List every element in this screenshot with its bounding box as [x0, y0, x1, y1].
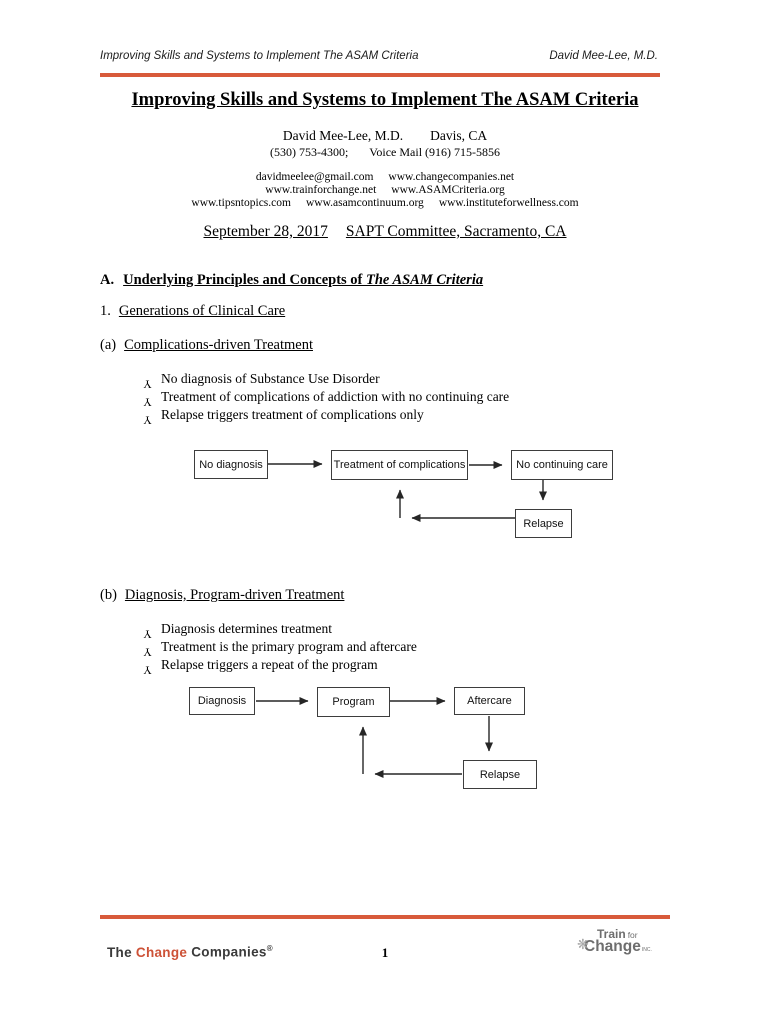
header-rule [100, 73, 660, 77]
author-city: Davis, CA [430, 128, 488, 143]
section-a-label: A. [100, 272, 115, 288]
flowchart2-node-diagnosis: Diagnosis [189, 687, 255, 715]
event-date: September 28, 2017 [203, 223, 328, 240]
section-1b-bullets: Y Diagnosis determines treatment Y Treat… [142, 621, 417, 675]
list-item: Y Relapse triggers treatment of complica… [142, 407, 509, 425]
section-1a-label: (a) [100, 337, 117, 353]
turned-y-bullet-icon: Y [143, 412, 152, 425]
starburst-icon: ❋ [577, 936, 589, 952]
website-text: www.tipsntopics.com [191, 197, 291, 209]
section-1b-title: Diagnosis, Program-driven Treatment [124, 587, 345, 603]
links-line-2: www.trainforchange.net www.ASAMCriteria.o… [0, 184, 770, 197]
footer-rule [100, 915, 670, 919]
section-1-label: 1. [100, 303, 111, 319]
flowchart2-node-aftercare: Aftercare [454, 687, 525, 715]
list-item: Y Treatment is the primary program and a… [142, 639, 417, 657]
page-number: 1 [381, 945, 389, 960]
brand-the: The [107, 944, 132, 960]
list-item: Y Diagnosis determines treatment [142, 621, 417, 639]
section-1b-label: (b) [100, 587, 117, 603]
event-venue: SAPT Committee, Sacramento, CA [345, 223, 567, 240]
turned-y-bullet-icon: Y [143, 377, 152, 390]
list-item: Y Treatment of complications of addictio… [142, 389, 509, 407]
event-line: September 28, 2017 SAPT Committee, Sacram… [0, 223, 770, 241]
list-item: Y Relapse triggers a repeat of the progr… [142, 657, 417, 675]
list-item-text: No diagnosis of Substance Use Disorder [161, 371, 380, 386]
list-item-text: Diagnosis determines treatment [161, 621, 332, 636]
section-a-title-italic: The ASAM Criteria [366, 272, 484, 288]
links-line-3: www.tipsntopics.com www.asamcontinuum.org… [0, 197, 770, 210]
section-1-heading: 1. Generations of Clinical Care [100, 303, 285, 320]
email-text: davidmeelee@gmail.com [255, 171, 374, 183]
running-header-author: David Mee-Lee, M.D. [549, 50, 658, 62]
turned-y-bullet-icon: Y [143, 662, 152, 675]
running-header: Improving Skills and Systems to Implemen… [100, 50, 658, 62]
author-name: David Mee-Lee, M.D. [282, 128, 404, 143]
logo-line-change: ChangeINC. [584, 937, 652, 955]
links-block: davidmeelee@gmail.com www.changecompanies… [0, 171, 770, 210]
flowchart1-node-no-diagnosis: No diagnosis [194, 450, 268, 479]
website-text: www.instituteforwellness.com [438, 197, 579, 209]
flowchart2-node-program: Program [317, 687, 390, 717]
voicemail-number: Voice Mail (916) 715-5856 [369, 145, 501, 159]
list-item: Y No diagnosis of Substance Use Disorder [142, 371, 509, 389]
list-item-text: Treatment of complications of addiction … [161, 388, 510, 404]
registered-mark: ® [266, 944, 273, 953]
links-line-1: davidmeelee@gmail.com www.changecompanies… [0, 171, 770, 184]
list-item-text: Treatment is the primary program and aft… [161, 638, 417, 654]
website-text: www.asamcontinuum.org [305, 197, 424, 209]
phone-line: (530) 753-4300; Voice Mail (916) 715-5856 [0, 145, 770, 160]
flowchart2-node-relapse: Relapse [463, 760, 537, 789]
running-header-title: Improving Skills and Systems to Implemen… [100, 50, 419, 62]
website-text: www.changecompanies.net [388, 171, 515, 183]
section-a-heading: A.Underlying Principles and Concepts of … [100, 272, 483, 289]
phone-number: (530) 753-4300; [269, 145, 349, 159]
turned-y-bullet-icon: Y [143, 645, 152, 658]
flowchart1-node-no-continuing-care: No continuing care [511, 450, 613, 480]
brand-change: Change [135, 944, 188, 960]
turned-y-bullet-icon: Y [143, 627, 152, 640]
website-text: www.ASAMCriteria.org [391, 184, 505, 196]
brand-companies: Companies [191, 944, 267, 960]
website-text: www.trainforchange.net [265, 184, 377, 196]
author-line: David Mee-Lee, M.D. Davis, CA [0, 128, 770, 144]
page-title: Improving Skills and Systems to Implemen… [131, 90, 639, 110]
section-1a-heading: (a) Complications-driven Treatment [100, 337, 313, 354]
flowchart1-node-treatment: Treatment of complications [331, 450, 468, 480]
list-item-text: Relapse triggers treatment of complicati… [161, 406, 424, 422]
section-1a-title: Complications-driven Treatment [124, 337, 313, 353]
list-item-text: Relapse triggers a repeat of the program [161, 656, 378, 672]
contact-block: David Mee-Lee, M.D. Davis, CA (530) 753-4… [0, 128, 770, 210]
flowchart1-node-relapse: Relapse [515, 509, 572, 538]
section-1-title: Generations of Clinical Care [118, 303, 286, 319]
section-a-title: Underlying Principles and Concepts of [123, 272, 366, 288]
turned-y-bullet-icon: Y [143, 395, 152, 408]
section-1a-bullets: Y No diagnosis of Substance Use Disorder… [142, 371, 509, 425]
section-1b-heading: (b) Diagnosis, Program-driven Treatment [100, 587, 344, 604]
